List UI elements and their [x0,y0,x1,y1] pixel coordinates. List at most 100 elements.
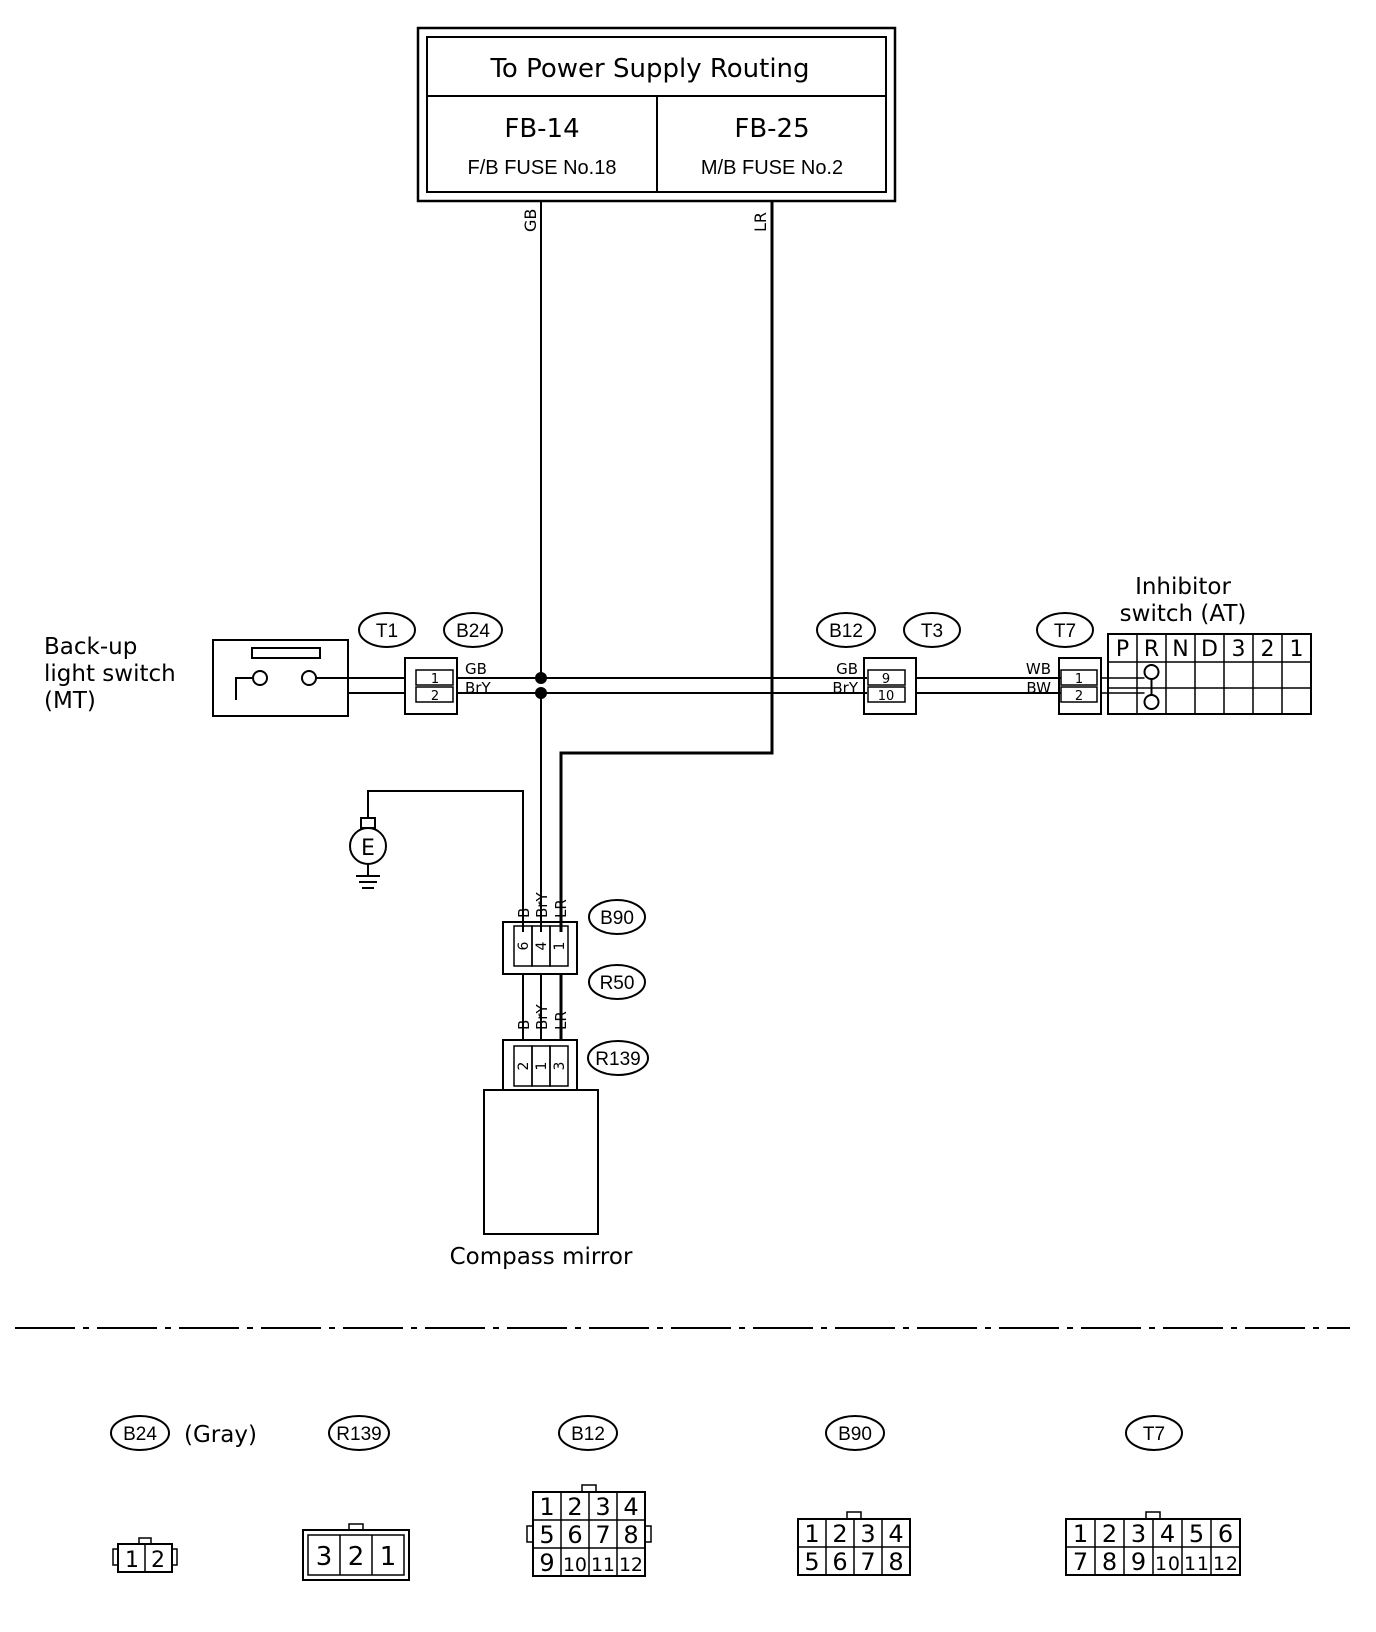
legend-t7-pin-5: 5 [1189,1520,1204,1548]
oval-r50: R50 [600,973,635,994]
compass-mirror-box [483,1089,599,1235]
oval-t7: T7 [1054,621,1076,642]
legend-b12-pin-7: 7 [595,1521,610,1549]
wire-ground-b [367,790,524,932]
legend-b24-pin-2: 2 [151,1548,165,1573]
fuse-right-sub: M/B FUSE No.2 [701,157,843,179]
b24-pin-2: 2 [431,689,439,704]
legend-b90-pin-7: 7 [860,1548,875,1576]
legend-t7-pin-12: 12 [1213,1553,1238,1575]
legend-b90-pin-5: 5 [804,1548,819,1576]
legend-t7-pin-10: 10 [1155,1553,1180,1575]
legend-b12-pin-12: 12 [619,1554,643,1576]
legend-b90-pin-8: 8 [888,1548,903,1576]
legend-t7-pin-2: 2 [1102,1520,1117,1548]
oval-b90: B90 [600,908,634,929]
wire-label-bw: BW [1026,679,1051,697]
inhibitor-label-line2: switch (AT) [1120,601,1247,627]
wire-label-gb-b12: GB [836,660,858,678]
legend-t7-pin-9: 9 [1131,1548,1146,1576]
wire-label-lr-top: LR [751,212,770,232]
b12-pin-10: 10 [878,689,895,704]
wire-label-gb-b24: GB [465,660,487,678]
inhibitor-label-line1: Inhibitor [1135,574,1231,600]
connector-b90-r50: 6 4 1 [502,921,578,975]
oval-b24: B24 [456,621,490,642]
junction-dot-bry [535,687,547,699]
wire-label-bry-upper: BrY [533,892,551,918]
r139-pin-2: 2 [516,1062,532,1071]
inhibitor-position-r: R [1144,637,1159,662]
wire-label-b-lower: B [515,1020,533,1030]
t7-pin-2: 2 [1075,689,1083,704]
inhibitor-contact-1 [1143,664,1160,680]
legend-t7-pin-4: 4 [1160,1520,1175,1548]
oval-t1: T1 [376,621,398,642]
legend-t7-id: T7 [1143,1424,1165,1445]
backup-light-switch [212,639,349,717]
legend-t7-pin-1: 1 [1073,1520,1088,1548]
b90-pin-4: 4 [534,941,550,950]
fuse-left-sub: F/B FUSE No.18 [468,157,617,179]
legend-b90-pin-4: 4 [888,1520,903,1548]
inhibitor-position-1: 1 [1290,637,1304,662]
wire-label-b-upper: B [515,908,533,918]
legend-b12-pin-11: 11 [591,1554,615,1576]
legend-t7-pin-6: 6 [1218,1520,1233,1548]
power-supply-box: To Power Supply Routing FB-14 F/B FUSE N… [416,26,897,203]
connector-id-ovals: T1 B24 B12 T3 T7 B90 R50 R139 [358,612,1094,1076]
legend-t7-pin-11: 11 [1184,1553,1209,1575]
backup-switch-label-line3: (MT) [44,688,96,714]
oval-t3: T3 [921,621,943,642]
wire-label-lr-upper: LR [552,899,570,918]
b90-pin-6: 6 [516,941,532,950]
fuse-right-code: FB-25 [734,114,809,144]
legend-b24-note: (Gray) [184,1422,257,1448]
legend-b24-id: B24 [123,1424,157,1445]
wires [348,201,1061,1040]
ground-symbol: E [349,817,387,889]
inhibitor-position-p: P [1116,637,1129,662]
b24-pin-1: 1 [431,672,439,687]
legend-b12-pin-4: 4 [623,1493,638,1521]
ground-label: E [361,836,375,861]
legend-r139-id: R139 [336,1424,381,1445]
legend-b90-pin-3: 3 [860,1520,875,1548]
legend-t7-pin-3: 3 [1131,1520,1146,1548]
oval-b12: B12 [829,621,863,642]
connector-b12-t3: 9 10 [863,657,917,715]
legend-b90-pin-2: 2 [832,1520,847,1548]
wire-labels: GB LR GB BrY GB BrY WB BW B BrY LR B BrY… [465,209,1051,1030]
wire-label-lr-lower: LR [552,1011,570,1030]
wire-label-bry-lower: BrY [533,1004,551,1030]
compass-mirror-label: Compass mirror [450,1244,633,1270]
legend-t7-pin-7: 7 [1073,1548,1088,1576]
legend-b12-pin-2: 2 [567,1493,582,1521]
r139-pin-1: 1 [534,1062,550,1071]
legend-r139-pin-1: 1 [380,1542,397,1572]
oval-r139: R139 [595,1049,640,1070]
legend-b90-pin-1: 1 [804,1520,819,1548]
inhibitor-position-2: 2 [1261,637,1275,662]
connector-t7: 1 2 [1058,657,1102,715]
legend-b12-pin-8: 8 [623,1521,638,1549]
legend-b24-connector: 1 2 [112,1537,178,1573]
wire-label-wb: WB [1026,660,1051,678]
legend-b12-pin-1: 1 [539,1493,554,1521]
legend-b90-id: B90 [838,1424,872,1445]
r139-pin-3: 3 [552,1062,568,1071]
power-box-title: To Power Supply Routing [489,54,809,84]
wire-label-bry-b12: BrY [832,679,858,697]
legend-b12-pin-3: 3 [595,1493,610,1521]
b12-pin-9: 9 [882,672,890,687]
legend-b12-pin-10: 10 [563,1554,587,1576]
junction-dot-gb [535,672,547,684]
connector-r139: 2 1 3 [502,1039,578,1091]
legend-b12-pin-9: 9 [539,1549,554,1577]
b90-pin-1: 1 [552,942,568,951]
legend-r139-pin-3: 3 [316,1542,333,1572]
legend-b24-pin-1: 1 [125,1548,139,1573]
